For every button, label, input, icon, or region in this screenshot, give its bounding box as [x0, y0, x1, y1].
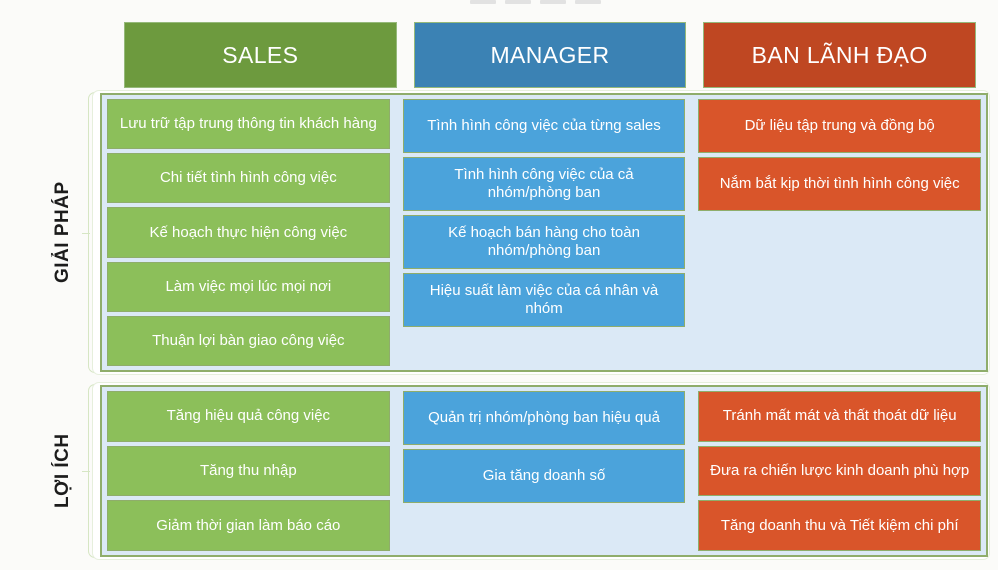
benefits-sales-item[interactable]: Tăng hiệu quả công việc	[107, 391, 390, 442]
section-benefits-panel: Tăng hiệu quả công việc Tăng thu nhập Gi…	[100, 385, 988, 557]
benefits-board-item[interactable]: Đưa ra chiến lược kinh doanh phù hợp	[698, 445, 982, 497]
top-edge-mark	[470, 0, 496, 4]
benefits-column-sales: Tăng hiệu quả công việc Tăng thu nhập Gi…	[107, 391, 390, 552]
solutions-sales-item[interactable]: Chi tiết tình hình công việc	[107, 153, 390, 204]
column-header-manager[interactable]: MANAGER	[413, 22, 687, 88]
section-solutions-panel: Lưu trữ tập trung thông tin khách hàng C…	[100, 93, 988, 372]
solutions-sales-item[interactable]: Lưu trữ tập trung thông tin khách hàng	[107, 99, 390, 150]
column-header-board[interactable]: BAN LÃNH ĐẠO	[703, 22, 977, 88]
column-header-sales[interactable]: SALES	[124, 22, 397, 88]
solutions-column-sales: Lưu trữ tập trung thông tin khách hàng C…	[107, 99, 390, 367]
section-solutions: GIẢI PHÁP Lưu trữ tập trung thông tin kh…	[20, 90, 990, 375]
brace-tick	[82, 232, 90, 234]
solutions-manager-item[interactable]: Hiệu suất làm việc của cá nhân và nhóm	[402, 273, 686, 327]
solutions-manager-item[interactable]: Kế hoạch bán hàng cho toàn nhóm/phòng ba…	[402, 215, 686, 269]
benefits-board-item[interactable]: Tăng doanh thu và Tiết kiệm chi phí	[698, 500, 982, 552]
column-header-board-label: BAN LÃNH ĐẠO	[751, 41, 928, 68]
top-edge-mark	[505, 0, 531, 4]
benefits-sales-item[interactable]: Giảm thời gian làm báo cáo	[107, 500, 390, 552]
brace-tick	[82, 471, 90, 472]
solutions-column-board: Dữ liệu tập trung và đồng bộ Nắm bắt kịp…	[698, 99, 982, 366]
column-header-row: SALES MANAGER BAN LÃNH ĐẠO	[124, 22, 977, 88]
section-benefits-label: LỢI ÍCH	[52, 433, 73, 509]
top-edge-mark	[540, 0, 566, 4]
solutions-manager-item[interactable]: Tình hình công việc của từng sales	[402, 99, 686, 153]
section-solutions-label: GIẢI PHÁP	[52, 181, 73, 284]
solutions-manager-item[interactable]: Tình hình công việc của cả nhóm/phòng ba…	[402, 157, 686, 211]
solutions-sales-item[interactable]: Làm việc mọi lúc mọi nơi	[107, 261, 390, 312]
solutions-sales-item[interactable]: Thuận lợi bàn giao công việc	[107, 315, 390, 367]
top-edge-mark	[575, 0, 601, 4]
solutions-column-manager: Tình hình công việc của từng sales Tình …	[402, 99, 686, 366]
column-header-sales-label: SALES	[222, 41, 299, 68]
benefits-column-board: Tránh mất mát và thất thoát dữ liệu Đưa …	[698, 391, 982, 552]
benefits-board-item[interactable]: Tránh mất mát và thất thoát dữ liệu	[698, 391, 982, 442]
benefits-manager-item[interactable]: Quản trị nhóm/phòng ban hiệu quả	[402, 391, 686, 445]
benefits-sales-item[interactable]: Tăng thu nhập	[107, 445, 390, 497]
column-header-manager-label: MANAGER	[490, 41, 610, 68]
top-edge-marks	[470, 0, 601, 4]
benefits-manager-item[interactable]: Gia tăng doanh số	[402, 449, 686, 503]
solutions-board-item[interactable]: Nắm bắt kịp thời tình hình công việc	[698, 157, 982, 211]
section-benefits: LỢI ÍCH Tăng hiệu quả công việc Tăng thu…	[20, 382, 990, 560]
solutions-sales-item[interactable]: Kế hoạch thực hiện công việc	[107, 207, 390, 258]
benefits-column-manager: Quản trị nhóm/phòng ban hiệu quả Gia tăn…	[402, 391, 686, 551]
solutions-board-item[interactable]: Dữ liệu tập trung và đồng bộ	[698, 99, 982, 153]
